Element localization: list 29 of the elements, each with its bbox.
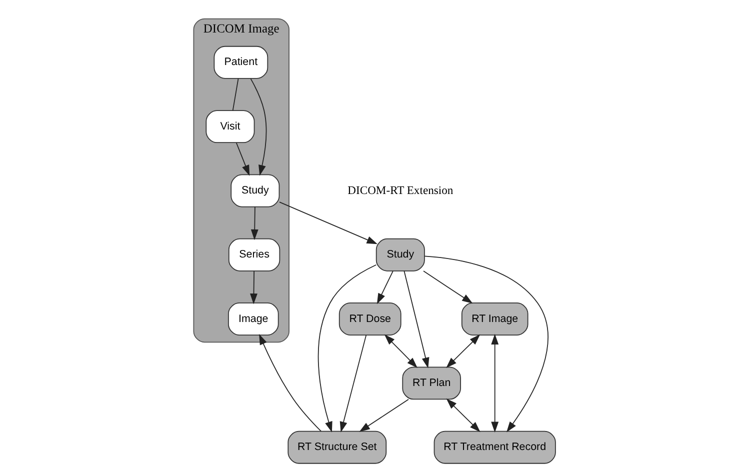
arrow (339, 334, 366, 432)
node-box: RT Treatment Record (433, 430, 556, 464)
node-box: RT Structure Set (287, 430, 386, 464)
arrow (424, 256, 548, 432)
arrow (250, 206, 258, 240)
node-box: Study (375, 238, 424, 272)
node-box: Visit (205, 110, 254, 144)
arrow (446, 398, 480, 432)
arrow (384, 334, 418, 368)
node-box: Series (228, 238, 280, 272)
label: DICOM-RT Extension (347, 184, 453, 197)
arrow (250, 270, 257, 304)
node-box: Patient (213, 46, 268, 79)
connector (232, 78, 238, 111)
node-box: RT Image (460, 302, 528, 336)
node-box: Study (230, 174, 280, 208)
arrow (403, 270, 429, 368)
arrow (422, 270, 472, 304)
node-box: RT Plan (402, 366, 460, 400)
arrow (235, 142, 250, 176)
arrow (258, 334, 321, 432)
node-box: Image (228, 302, 278, 336)
node-box: RT Dose (338, 302, 401, 336)
arrow (490, 334, 498, 432)
arrow (376, 270, 393, 304)
arrow (358, 398, 408, 432)
arrow (250, 78, 266, 176)
arrow (317, 264, 376, 432)
arrow (446, 334, 480, 368)
